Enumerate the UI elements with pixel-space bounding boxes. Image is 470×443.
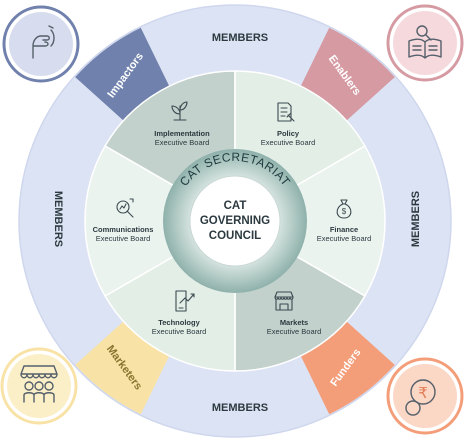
council-line-1: CAT <box>224 200 247 212</box>
svg-text:₹: ₹ <box>418 385 428 402</box>
market-stall-icon <box>274 291 294 311</box>
funders-badge: ₹ <box>386 357 464 435</box>
council-line-3: COUNCIL <box>209 230 261 242</box>
communications-board-sector <box>84 144 237 298</box>
finance-board-sector <box>233 144 386 298</box>
policy-board-name: Policy <box>277 129 300 138</box>
markets-board-name: Markets <box>280 318 308 327</box>
finance-board-name: Finance <box>330 225 358 234</box>
members-label-bottom: MEMBERS <box>212 402 268 414</box>
technology-board-name: Technology <box>158 318 200 327</box>
magnifier-chart-icon <box>116 198 134 218</box>
group-badges: ₹ <box>0 4 464 435</box>
svg-text:$: $ <box>342 207 347 216</box>
implementation-board-subtitle: Executive Board <box>155 138 210 147</box>
enablers-wedge <box>300 27 395 121</box>
markets-board-subtitle: Executive Board <box>267 327 322 336</box>
phone-growth-icon <box>175 290 195 312</box>
plant-growth-icon <box>171 101 188 121</box>
raised-fist-icon <box>32 25 55 59</box>
marketers-badge <box>0 347 78 425</box>
rupee-coins-icon: ₹ <box>405 379 436 416</box>
finance-board-subtitle: Executive Board <box>317 234 372 243</box>
policy-board-subtitle: Executive Board <box>261 138 316 147</box>
council-line-2: GOVERNING <box>200 215 270 227</box>
open-book-magnifier-icon <box>408 25 442 59</box>
impactors-wedge <box>75 27 170 121</box>
technology-board-subtitle: Executive Board <box>152 327 207 336</box>
communications-board-name: Communications <box>93 225 154 234</box>
governing-council-circle <box>189 175 281 267</box>
document-gavel-icon <box>277 102 295 122</box>
members-label-right: MEMBERS <box>410 191 422 247</box>
shop-people-icon <box>20 365 58 403</box>
members-label-top: MEMBERS <box>212 32 268 44</box>
money-bag-icon: $ <box>336 199 352 219</box>
impactors-badge <box>2 5 80 83</box>
communications-board-subtitle: Executive Board <box>96 234 151 243</box>
enablers-badge <box>386 4 464 82</box>
members-label-left: MEMBERS <box>52 191 64 247</box>
marketers-wedge <box>75 321 170 415</box>
funders-wedge <box>300 321 395 415</box>
implementation-board-name: Implementation <box>154 129 210 138</box>
